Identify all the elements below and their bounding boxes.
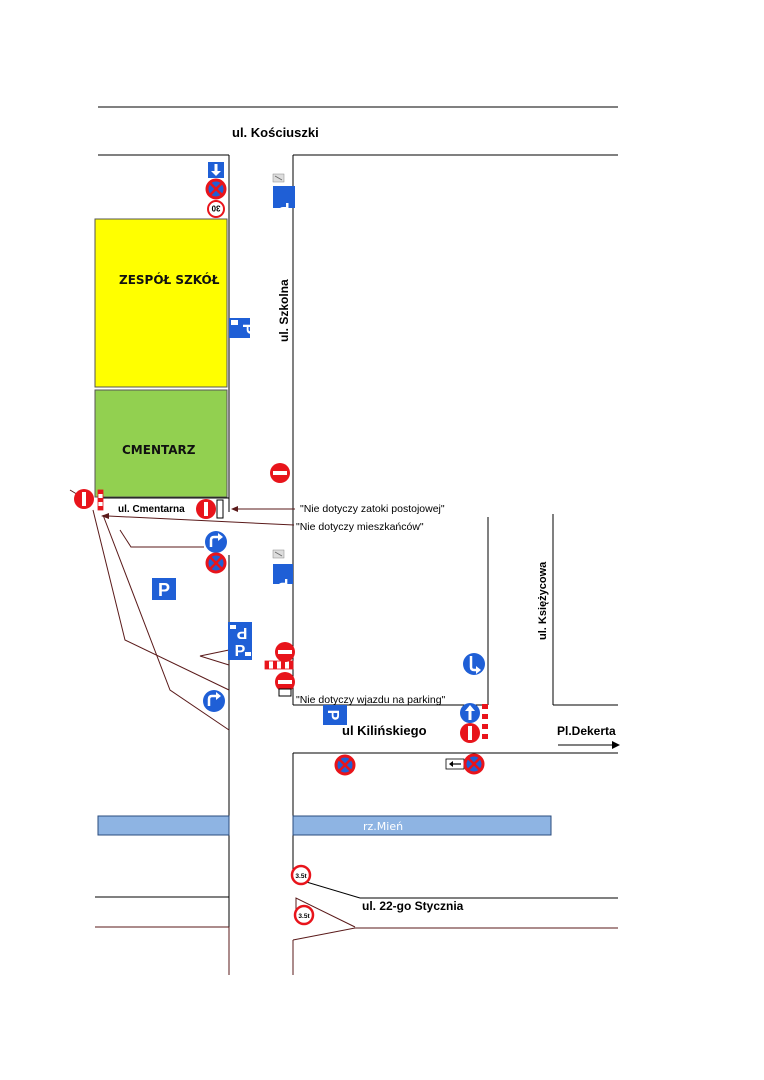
parking-sign-kilinskiego-icon: P [323, 705, 347, 725]
parking-sign-icon: P [273, 564, 293, 592]
cemetery-area [94, 389, 228, 498]
plate-icon [272, 173, 285, 183]
plate-icon [272, 549, 285, 559]
barrier-icon [482, 704, 488, 742]
no-stopping-sign-icon [205, 552, 227, 574]
svg-text:3.5t: 3.5t [298, 913, 310, 920]
svg-text:P: P [277, 575, 288, 592]
svg-text:P: P [158, 580, 170, 600]
parking-area-sign-icon: P [152, 578, 176, 600]
note-arrow-residents-icon [101, 513, 295, 526]
no-entry-sign-icon [275, 642, 295, 662]
note-parking-bay: "Nie dotyczy zatoki postojowej" [300, 503, 445, 515]
no-entry-sign-icon [270, 463, 290, 483]
river-left [97, 815, 230, 836]
no-stopping-sign-icon [334, 754, 356, 776]
school-label: ZESPÓŁ SZKÓŁ [119, 272, 220, 287]
sign-plate-icon [278, 688, 292, 697]
street-kilinskiego: ul Kilińskiego [342, 723, 427, 738]
no-entry-sign-icon [460, 723, 480, 743]
street-kosciuszki: ul. Kościuszki [232, 125, 319, 140]
weight-limit-sign-icon: 3.5t [290, 864, 312, 886]
parking-signs-pair-icon: P P [228, 622, 252, 660]
sign-plate-icon [216, 499, 224, 519]
no-entry-sign-icon [74, 489, 94, 509]
no-stopping-sign-icon [463, 753, 485, 775]
speed-limit-30-icon: 30 [207, 200, 225, 218]
street-dekerta: Pl.Dekerta [557, 724, 616, 738]
svg-text:P: P [239, 324, 256, 335]
turn-right-sign-icon [203, 529, 229, 555]
parking-sign-school-icon: P [229, 318, 256, 338]
dekerta-arrow-icon [558, 741, 620, 749]
school-area [94, 218, 228, 388]
no-entry-sign-icon [196, 499, 216, 519]
turn-right-sign-icon [201, 688, 227, 714]
note-residents: "Nie dotyczy mieszkańców" [296, 521, 424, 533]
street-ksiezycowa: ul. Księżycowa [537, 561, 549, 640]
river-label: rz.Mień [363, 820, 403, 833]
turn-left-sign-icon [461, 651, 487, 677]
svg-text:30: 30 [211, 204, 220, 213]
street-stycznia: ul. 22-go Stycznia [362, 899, 464, 913]
direction-plate-icon [445, 758, 465, 770]
go-straight-sign-icon [460, 703, 480, 723]
barrier-icon [97, 489, 104, 511]
svg-text:P: P [278, 199, 289, 218]
note-arrow-bay-icon [231, 506, 295, 512]
weight-limit-sign-icon: 3.5t [293, 904, 315, 926]
svg-text:P: P [235, 643, 246, 660]
note-parking-entry: "Nie dotyczy wjazdu na parking" [296, 694, 446, 706]
cemetery-label: CMENTARZ [122, 443, 196, 457]
river-right [292, 815, 552, 836]
svg-text:P: P [324, 710, 341, 721]
svg-text:3.5t: 3.5t [295, 873, 307, 880]
svg-text:P: P [236, 624, 247, 641]
parking-sign-icon: P [273, 186, 295, 218]
one-way-down-icon [208, 162, 224, 178]
street-cmentarna: ul. Cmentarna [118, 504, 185, 515]
barrier-icon [264, 660, 294, 670]
no-stopping-sign-icon [205, 178, 227, 200]
street-szkolna: ul. Szkolna [277, 279, 291, 342]
